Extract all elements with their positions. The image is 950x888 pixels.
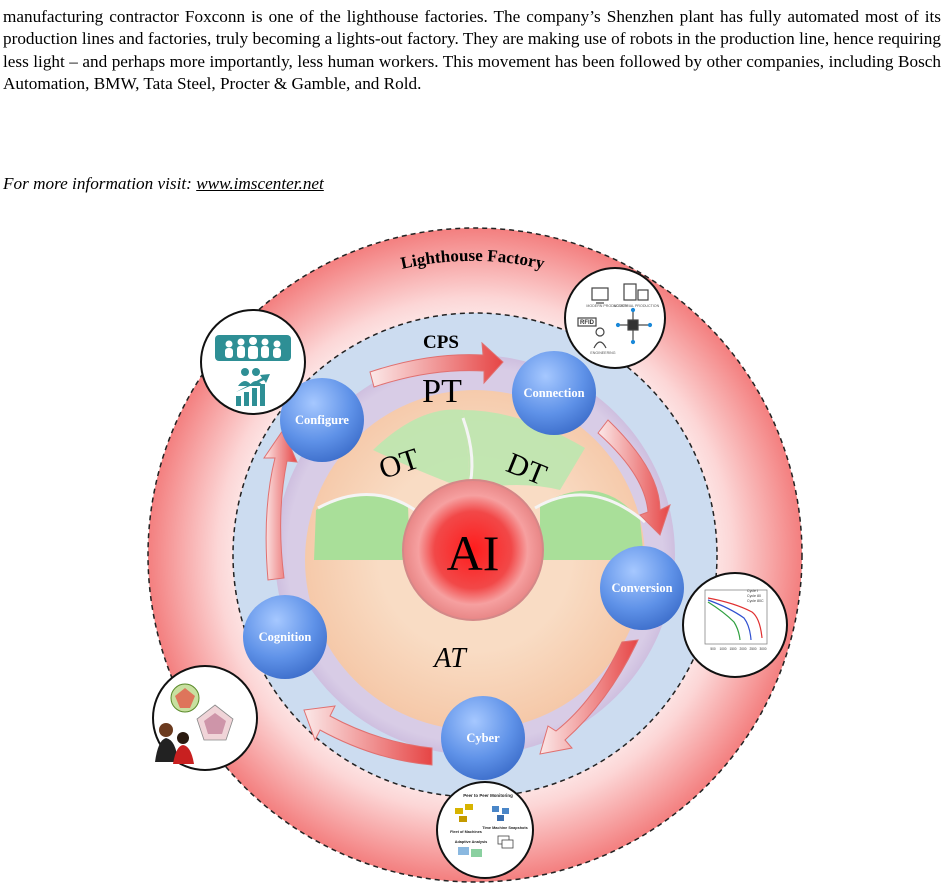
x-tick-500: 500	[710, 647, 716, 651]
at-band-right	[540, 490, 644, 560]
arrow-connection-conversion-icon	[597, 419, 671, 536]
at-band-left	[314, 493, 410, 560]
curve-cycle-80c	[707, 601, 741, 641]
thumb-cognition	[152, 665, 258, 771]
node-cognition-label: Cognition	[259, 630, 312, 644]
legend-cycle-80: Cycle 80	[747, 594, 761, 598]
peer-monitoring-label: Peer to Peer Monitoring	[463, 793, 513, 798]
info-prefix: For more information visit:	[3, 174, 197, 193]
at-label: AT	[432, 643, 468, 674]
node-cognition: Cognition	[243, 595, 327, 679]
body-paragraph: manufacturing contractor Foxconn is one …	[3, 7, 941, 94]
arrow-configure-connection-icon	[369, 341, 504, 388]
node-connection: Connection	[512, 351, 596, 435]
x-tick-2500: 2500	[749, 647, 756, 651]
dt-band	[463, 410, 585, 490]
engineering-label: ENGINEERING	[590, 351, 615, 355]
cps-label: CPS	[423, 332, 459, 353]
ot-band	[373, 409, 469, 490]
industrial-production-label: INDUSTRIAL PRODUCTION	[613, 304, 660, 308]
node-configure: Configure	[280, 378, 364, 462]
node-configure-label: Configure	[295, 413, 349, 427]
adaptive-label: Adaptive Analysis	[455, 840, 488, 844]
ai-center	[402, 479, 544, 621]
x-tick-1500: 1500	[729, 647, 736, 651]
ai-label: AI	[447, 525, 500, 581]
machines-icon	[455, 804, 509, 822]
thumb-cyber: Peer to Peer Monitoring Fleet of Machine…	[436, 781, 534, 879]
modern-production-label: MODERN PRODUCTION	[586, 304, 628, 308]
node-cyber: Cyber	[441, 696, 525, 780]
node-conversion: Conversion	[600, 546, 684, 630]
people-icon	[155, 723, 194, 764]
curve-cycle-80	[707, 599, 752, 641]
x-tick-3000: 3000	[759, 647, 766, 651]
production-icons	[577, 283, 653, 349]
arrow-cyber-cognition-icon	[303, 705, 433, 766]
thumb-configure	[200, 309, 306, 415]
thumb-conversion: Cycle I Cycle 80 Cycle 80C 500 1000 1500…	[682, 572, 788, 678]
x-tick-2000: 2000	[739, 647, 746, 651]
pt-label: PT	[422, 373, 462, 410]
arrow-conversion-cyber-icon	[539, 639, 639, 755]
node-conversion-label: Conversion	[611, 581, 672, 595]
rfid-label: RFID	[580, 320, 595, 326]
node-cyber-label: Cyber	[466, 731, 500, 745]
imscenter-link[interactable]: www.imscenter.net	[196, 174, 324, 193]
rfid-tag-icon	[577, 317, 597, 327]
snapshots-label: Time Machine Snapshots	[482, 826, 528, 830]
team-growth-icon	[236, 368, 270, 406]
info-line: For more information visit: www.imscente…	[3, 174, 324, 194]
analysis-icon	[458, 835, 514, 857]
crowd-icon	[225, 337, 281, 359]
legend-cycle-80c: Cycle 80C	[747, 599, 764, 603]
fleet-label: Fleet of Machines	[450, 830, 482, 834]
legend-cycle-i: Cycle I	[747, 589, 758, 593]
thumb-connection: MODERN PRODUCTION INDUSTRIAL PRODUCTION …	[564, 267, 666, 369]
node-connection-label: Connection	[523, 386, 584, 400]
x-tick-1000: 1000	[719, 647, 726, 651]
curve-cycle-i	[707, 597, 763, 639]
